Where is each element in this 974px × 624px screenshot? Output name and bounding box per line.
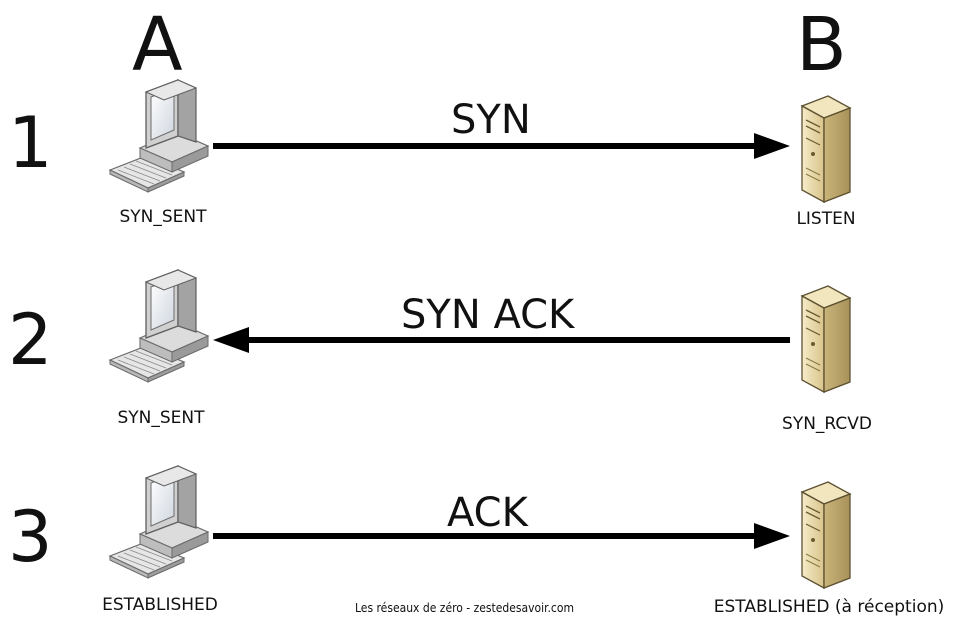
actor-a-label: A (132, 2, 183, 88)
server-tower-icon (801, 95, 851, 203)
step-number-1: 1 (8, 102, 53, 184)
step-3-b-state: ESTABLISHED (à réception) (713, 597, 945, 617)
step-number-2: 2 (8, 299, 53, 381)
step-2-message: SYN ACK (401, 292, 575, 338)
step-3-a-state: ESTABLISHED (102, 595, 218, 615)
step-1-a-state: SYN_SENT (119, 207, 207, 227)
step-1-message: SYN (451, 97, 531, 143)
desktop-computer-icon (109, 79, 209, 193)
server-tower-icon (801, 481, 851, 589)
step-3-row (109, 465, 851, 589)
server-tower-icon (801, 285, 851, 393)
step-3-message: ACK (447, 490, 528, 536)
step-2-a-state: SYN_SENT (117, 408, 205, 428)
step-2-row (109, 269, 851, 393)
step-1-b-state: LISTEN (796, 209, 856, 229)
step-1-row (109, 79, 851, 203)
step-3-arrow-head (754, 523, 790, 549)
step-1-arrow-head (754, 133, 790, 159)
step-number-3: 3 (8, 496, 53, 578)
credit-text: Les réseaux de zéro - zestedesavoir.com (355, 601, 574, 615)
desktop-computer-icon (109, 269, 209, 383)
step-2-arrow-head (213, 327, 249, 353)
actor-b-label: B (796, 2, 847, 88)
step-2-b-state: SYN_RCVD (782, 414, 872, 434)
desktop-computer-icon (109, 465, 209, 579)
